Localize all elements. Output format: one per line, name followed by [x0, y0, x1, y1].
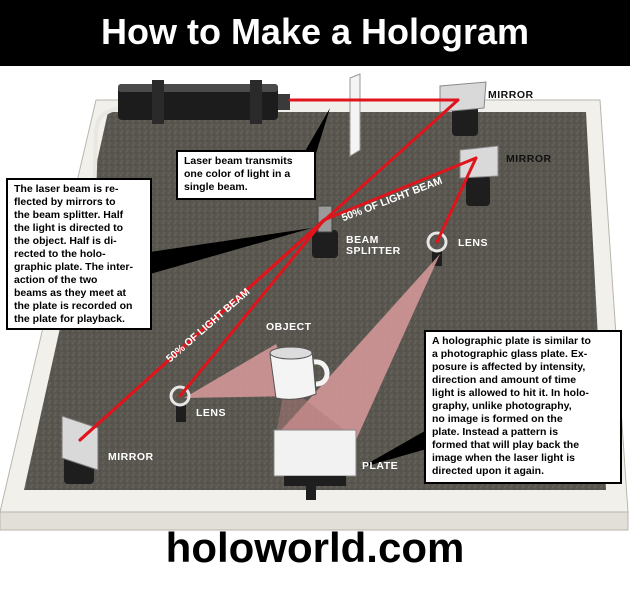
label-plate: PLATE [362, 460, 399, 472]
callout-beam-splitter: The laser beam is re- flected by mirrors… [6, 178, 152, 330]
laser-device [118, 80, 290, 124]
aperture [349, 73, 361, 157]
label-mirror-left: MIRROR [108, 451, 154, 463]
callout-pointer-laser [300, 108, 330, 160]
object-to-plate-cone [276, 394, 352, 436]
mirror-left [61, 415, 99, 484]
label-mirror-right: MIRROR [506, 153, 552, 165]
label-aperture: APERTURE [363, 72, 425, 84]
callout-laser: Laser beam transmits one color of light … [176, 150, 316, 200]
table-front-edge [0, 511, 629, 531]
laser-beam-paths [78, 98, 478, 442]
laser-cable [92, 106, 121, 201]
page-title: How to Make a Hologram [0, 0, 630, 66]
callout-pointer-plate [360, 428, 430, 468]
label-lens-right: LENS [458, 237, 489, 249]
object-illumination-cone [184, 344, 296, 398]
object-mug [269, 346, 330, 400]
label-lens-left: LENS [196, 407, 227, 419]
callout-plate: A holographic plate is similar to a phot… [424, 330, 622, 484]
site-url: holoworld.com [165, 524, 465, 571]
label-mirror-top: MIRROR [488, 89, 534, 101]
label-laser: LASER [296, 83, 335, 95]
callout-pointer-splitter [150, 228, 312, 274]
plate-illumination-cone [276, 254, 440, 440]
label-beam-splitter: BEAM SPLITTER [346, 234, 401, 257]
label-object: OBJECT [266, 321, 312, 333]
lens-left [169, 385, 191, 422]
holographic-plate [273, 429, 357, 500]
